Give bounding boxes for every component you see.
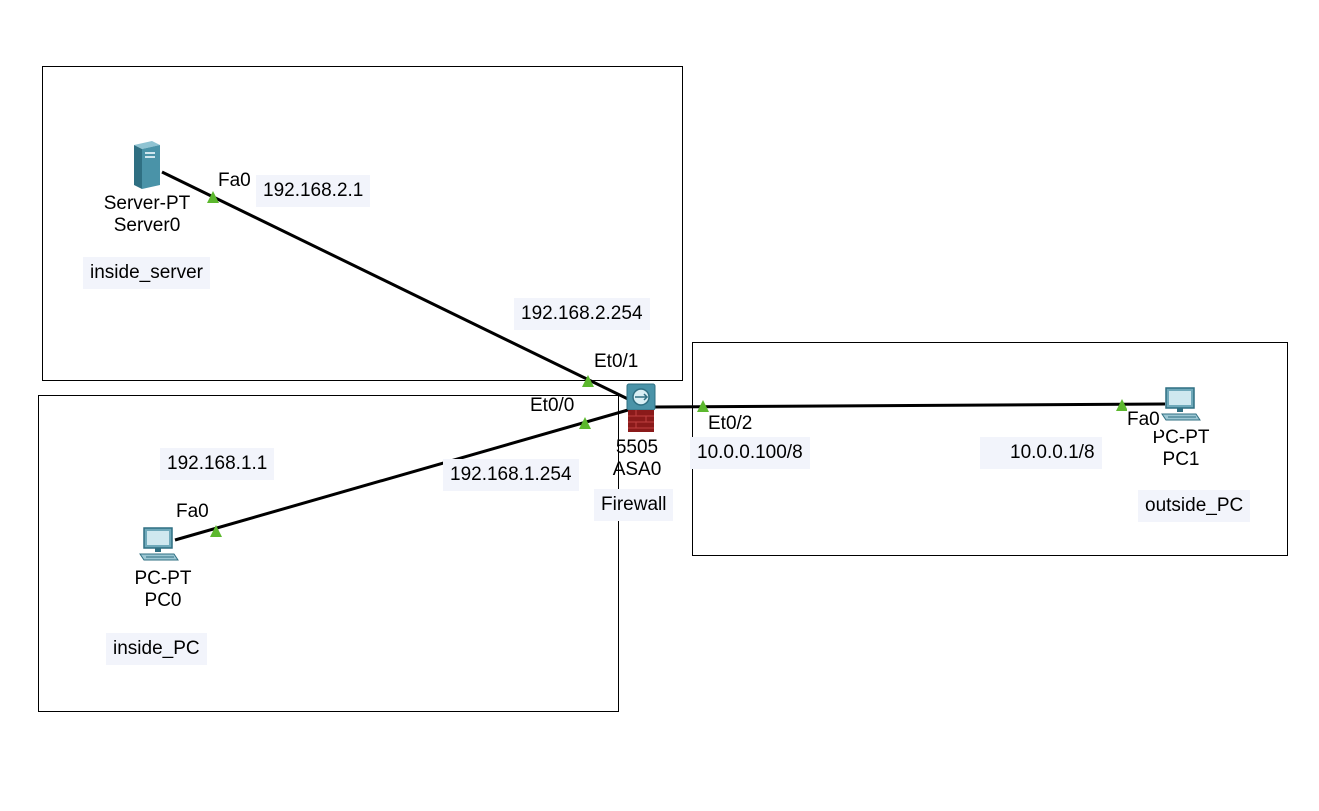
link-up-indicator bbox=[579, 417, 591, 429]
device-name: PC1 bbox=[1162, 449, 1200, 470]
device-asa0-label: 5505 ASA0 bbox=[592, 437, 682, 481]
address-note-pc1[interactable]: 10.0.0.1/8 bbox=[980, 437, 1102, 469]
address-note-server0[interactable]: 192.168.2.1 bbox=[256, 175, 371, 207]
device-pc1-label: PC-PT PC1 bbox=[1126, 427, 1236, 471]
device-role-note-asa0[interactable]: Firewall bbox=[594, 489, 674, 521]
link-pc0-asa0[interactable] bbox=[174, 408, 629, 542]
pc-icon[interactable] bbox=[138, 526, 182, 562]
device-name: PC0 bbox=[144, 590, 182, 611]
device-model: PC-PT bbox=[1152, 427, 1210, 448]
firewall-icon[interactable] bbox=[624, 382, 658, 434]
device-model: PC-PT bbox=[134, 568, 192, 589]
address-note-asa-outside[interactable]: 10.0.0.100/8 bbox=[690, 437, 810, 469]
address-note-asa-inside-pc[interactable]: 192.168.1.254 bbox=[443, 459, 579, 491]
zone-note-inside-server[interactable]: inside_server bbox=[83, 257, 210, 289]
link-up-indicator bbox=[1116, 399, 1128, 411]
zone-note-outside[interactable]: outside_PC bbox=[1138, 490, 1251, 522]
link-server0-asa0[interactable] bbox=[161, 170, 631, 402]
device-name: Server0 bbox=[113, 215, 181, 236]
port-label-pc0-fa0: Fa0 bbox=[176, 501, 209, 522]
port-label-asa-et0-0: Et0/0 bbox=[530, 395, 575, 416]
address-note-asa-inside-server[interactable]: 192.168.2.254 bbox=[514, 298, 650, 330]
port-label-server0-fa0: Fa0 bbox=[218, 170, 251, 191]
port-label-asa-et0-2: Et0/2 bbox=[708, 413, 753, 434]
device-server0-label: Server-PT Server0 bbox=[92, 193, 202, 237]
link-up-indicator bbox=[697, 400, 709, 412]
device-pc0-label: PC-PT PC0 bbox=[108, 568, 218, 612]
server-icon[interactable] bbox=[130, 139, 164, 191]
zone-note-inside-pc[interactable]: inside_PC bbox=[106, 633, 207, 665]
device-model: 5505 bbox=[615, 437, 659, 458]
zone-inside-pc bbox=[38, 395, 619, 712]
link-up-indicator bbox=[207, 191, 219, 203]
device-name: ASA0 bbox=[612, 459, 662, 480]
port-label-asa-et0-1: Et0/1 bbox=[594, 351, 639, 372]
link-up-indicator bbox=[210, 525, 222, 537]
pc-icon[interactable] bbox=[1160, 386, 1204, 422]
zone-inside-server bbox=[42, 66, 683, 381]
address-note-pc0[interactable]: 192.168.1.1 bbox=[160, 448, 275, 480]
link-up-indicator bbox=[582, 375, 594, 387]
device-model: Server-PT bbox=[103, 193, 191, 214]
port-label-pc1-fa0: Fa0 bbox=[1127, 409, 1160, 431]
link-asa0-pc1[interactable] bbox=[654, 402, 1166, 409]
